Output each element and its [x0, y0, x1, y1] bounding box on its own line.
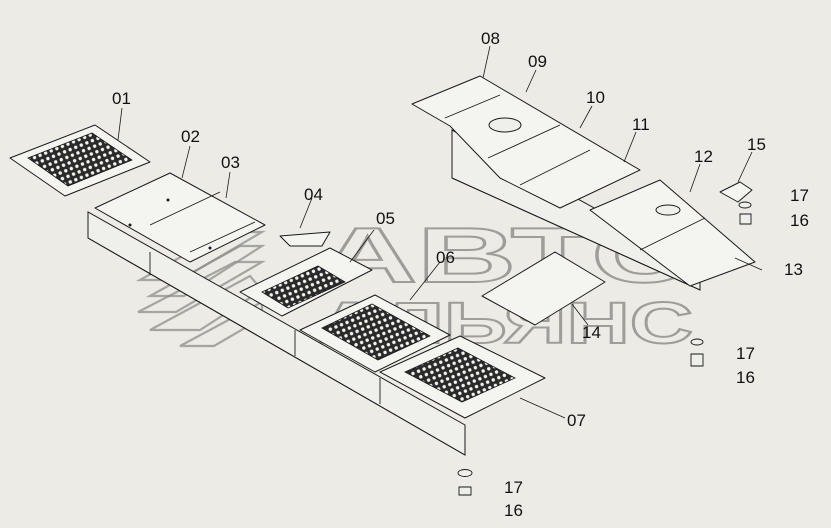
callout-09: 09 [528, 52, 547, 71]
part-04-bracket [279, 231, 331, 247]
callout-12: 12 [694, 147, 713, 166]
part-08-11-top-cover [411, 75, 641, 209]
part-14-plate [481, 251, 606, 326]
callout-04: 04 [304, 185, 323, 204]
callout-16-upper: 16 [790, 211, 809, 230]
part-07-mesh [404, 347, 516, 403]
callout-10: 10 [586, 88, 605, 107]
part-05-mesh [261, 265, 346, 309]
callout-16-middle: 16 [736, 368, 755, 387]
callout-05: 05 [376, 209, 395, 228]
bolt-icon [690, 353, 704, 367]
part-15-clip [719, 181, 753, 203]
callout-02: 02 [181, 127, 200, 146]
washer-icon [457, 469, 473, 477]
callout-08: 08 [481, 29, 500, 48]
part-01-mesh [27, 132, 133, 187]
callout-17-upper: 17 [790, 186, 809, 205]
callout-01: 01 [112, 89, 131, 108]
callouts: 01 02 03 04 05 06 07 08 09 10 11 12 13 1… [112, 29, 809, 520]
callout-13: 13 [784, 260, 803, 279]
part-02-03-plate [94, 172, 266, 263]
callout-17-lower: 17 [504, 478, 523, 497]
washer-icon [738, 201, 752, 209]
bolt-icon [739, 213, 752, 225]
callout-03: 03 [221, 153, 240, 172]
part-12-13-plate [589, 179, 756, 287]
leader-lines [117, 45, 763, 419]
callout-14: 14 [582, 323, 601, 342]
callout-17-middle: 17 [736, 344, 755, 363]
right-cover-assembly [411, 75, 756, 367]
part-06-mesh [321, 303, 431, 361]
callout-11: 11 [632, 115, 650, 134]
part-10-opening [488, 117, 522, 133]
callout-15: 15 [747, 135, 766, 154]
callout-16-lower: 16 [504, 501, 523, 520]
left-cover-assembly [9, 124, 546, 496]
callout-06: 06 [436, 248, 455, 267]
callout-07: 07 [567, 411, 586, 430]
bolt-icon [458, 486, 472, 496]
washer-icon [690, 338, 704, 346]
